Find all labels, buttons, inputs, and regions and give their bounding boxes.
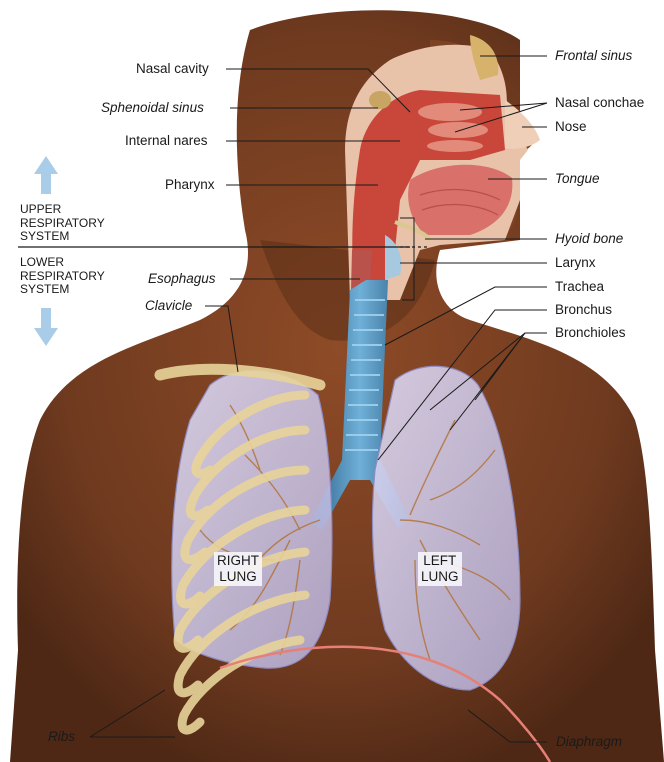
label-upper-respiratory-system: UPPER RESPIRATORY SYSTEM bbox=[20, 203, 105, 244]
label-nasal-conchae: Nasal conchae bbox=[555, 95, 644, 111]
label-tongue: Tongue bbox=[555, 171, 600, 187]
label-esophagus: Esophagus bbox=[148, 271, 216, 287]
label-internal-nares: Internal nares bbox=[125, 133, 208, 149]
label-hyoid-bone: Hyoid bone bbox=[555, 231, 623, 247]
label-right-lung: RIGHT LUNG bbox=[214, 552, 262, 586]
label-lower-respiratory-system: LOWER RESPIRATORY SYSTEM bbox=[20, 256, 105, 297]
label-larynx: Larynx bbox=[555, 255, 596, 271]
label-clavicle: Clavicle bbox=[145, 298, 192, 314]
up-arrow-icon bbox=[34, 156, 58, 194]
system-arrows bbox=[34, 156, 58, 346]
label-nose: Nose bbox=[555, 119, 587, 135]
label-sphenoidal-sinus: Sphenoidal sinus bbox=[101, 100, 204, 116]
down-arrow-icon bbox=[34, 308, 58, 346]
label-ribs: Ribs bbox=[48, 729, 75, 745]
label-frontal-sinus: Frontal sinus bbox=[555, 48, 632, 64]
label-trachea: Trachea bbox=[555, 279, 604, 295]
label-bronchioles: Bronchioles bbox=[555, 325, 626, 341]
label-diaphragm: Diaphragm bbox=[556, 734, 622, 750]
label-nasal-cavity: Nasal cavity bbox=[136, 61, 209, 77]
label-pharynx: Pharynx bbox=[165, 177, 215, 193]
label-bronchus: Bronchus bbox=[555, 302, 612, 318]
label-left-lung: LEFT LUNG bbox=[418, 552, 462, 586]
